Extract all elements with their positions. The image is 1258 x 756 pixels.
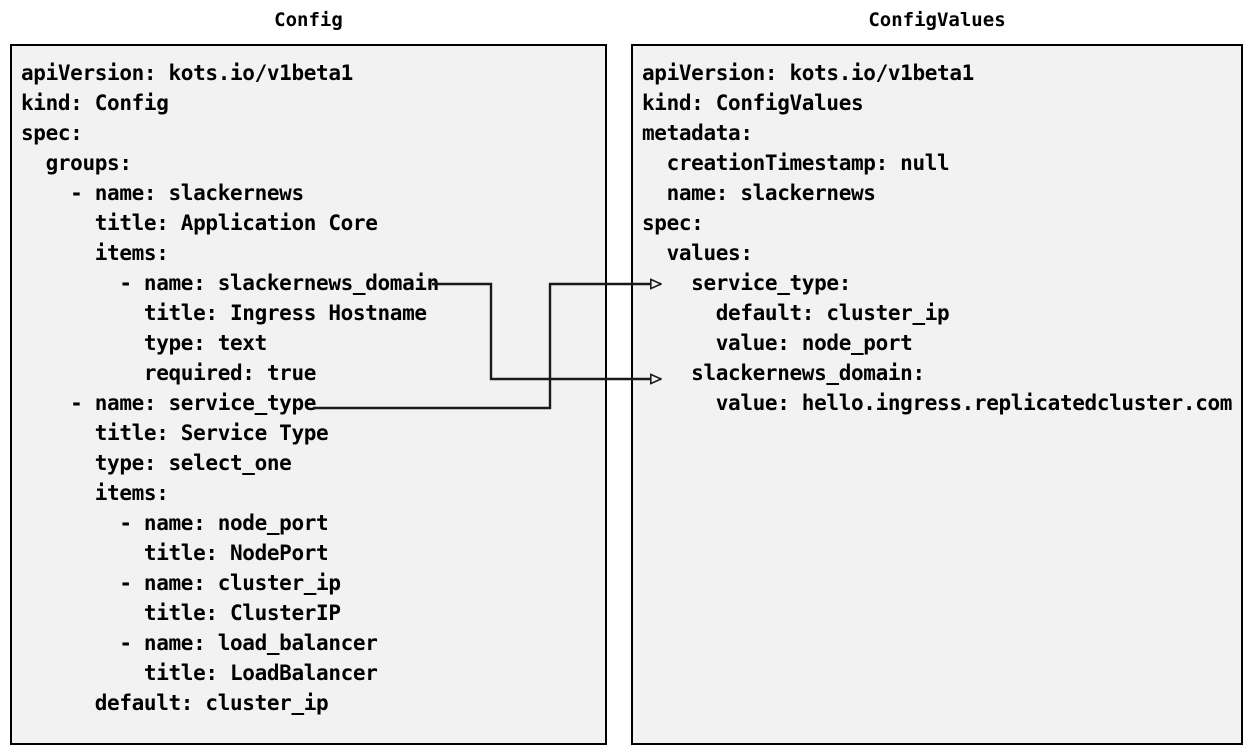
configvalues-yaml-code[interactable]: apiVersion: kots.io/v1beta1 kind: Config…: [642, 61, 1233, 415]
config-yaml-code[interactable]: apiVersion: kots.io/v1beta1 kind: Config…: [21, 61, 439, 715]
configvalues-panel: apiVersion: kots.io/v1beta1 kind: Config…: [631, 44, 1243, 745]
configvalues-panel-title: ConfigValues: [868, 9, 1006, 31]
config-panel: apiVersion: kots.io/v1beta1 kind: Config…: [10, 44, 607, 745]
config-panel-title: Config: [274, 9, 343, 31]
